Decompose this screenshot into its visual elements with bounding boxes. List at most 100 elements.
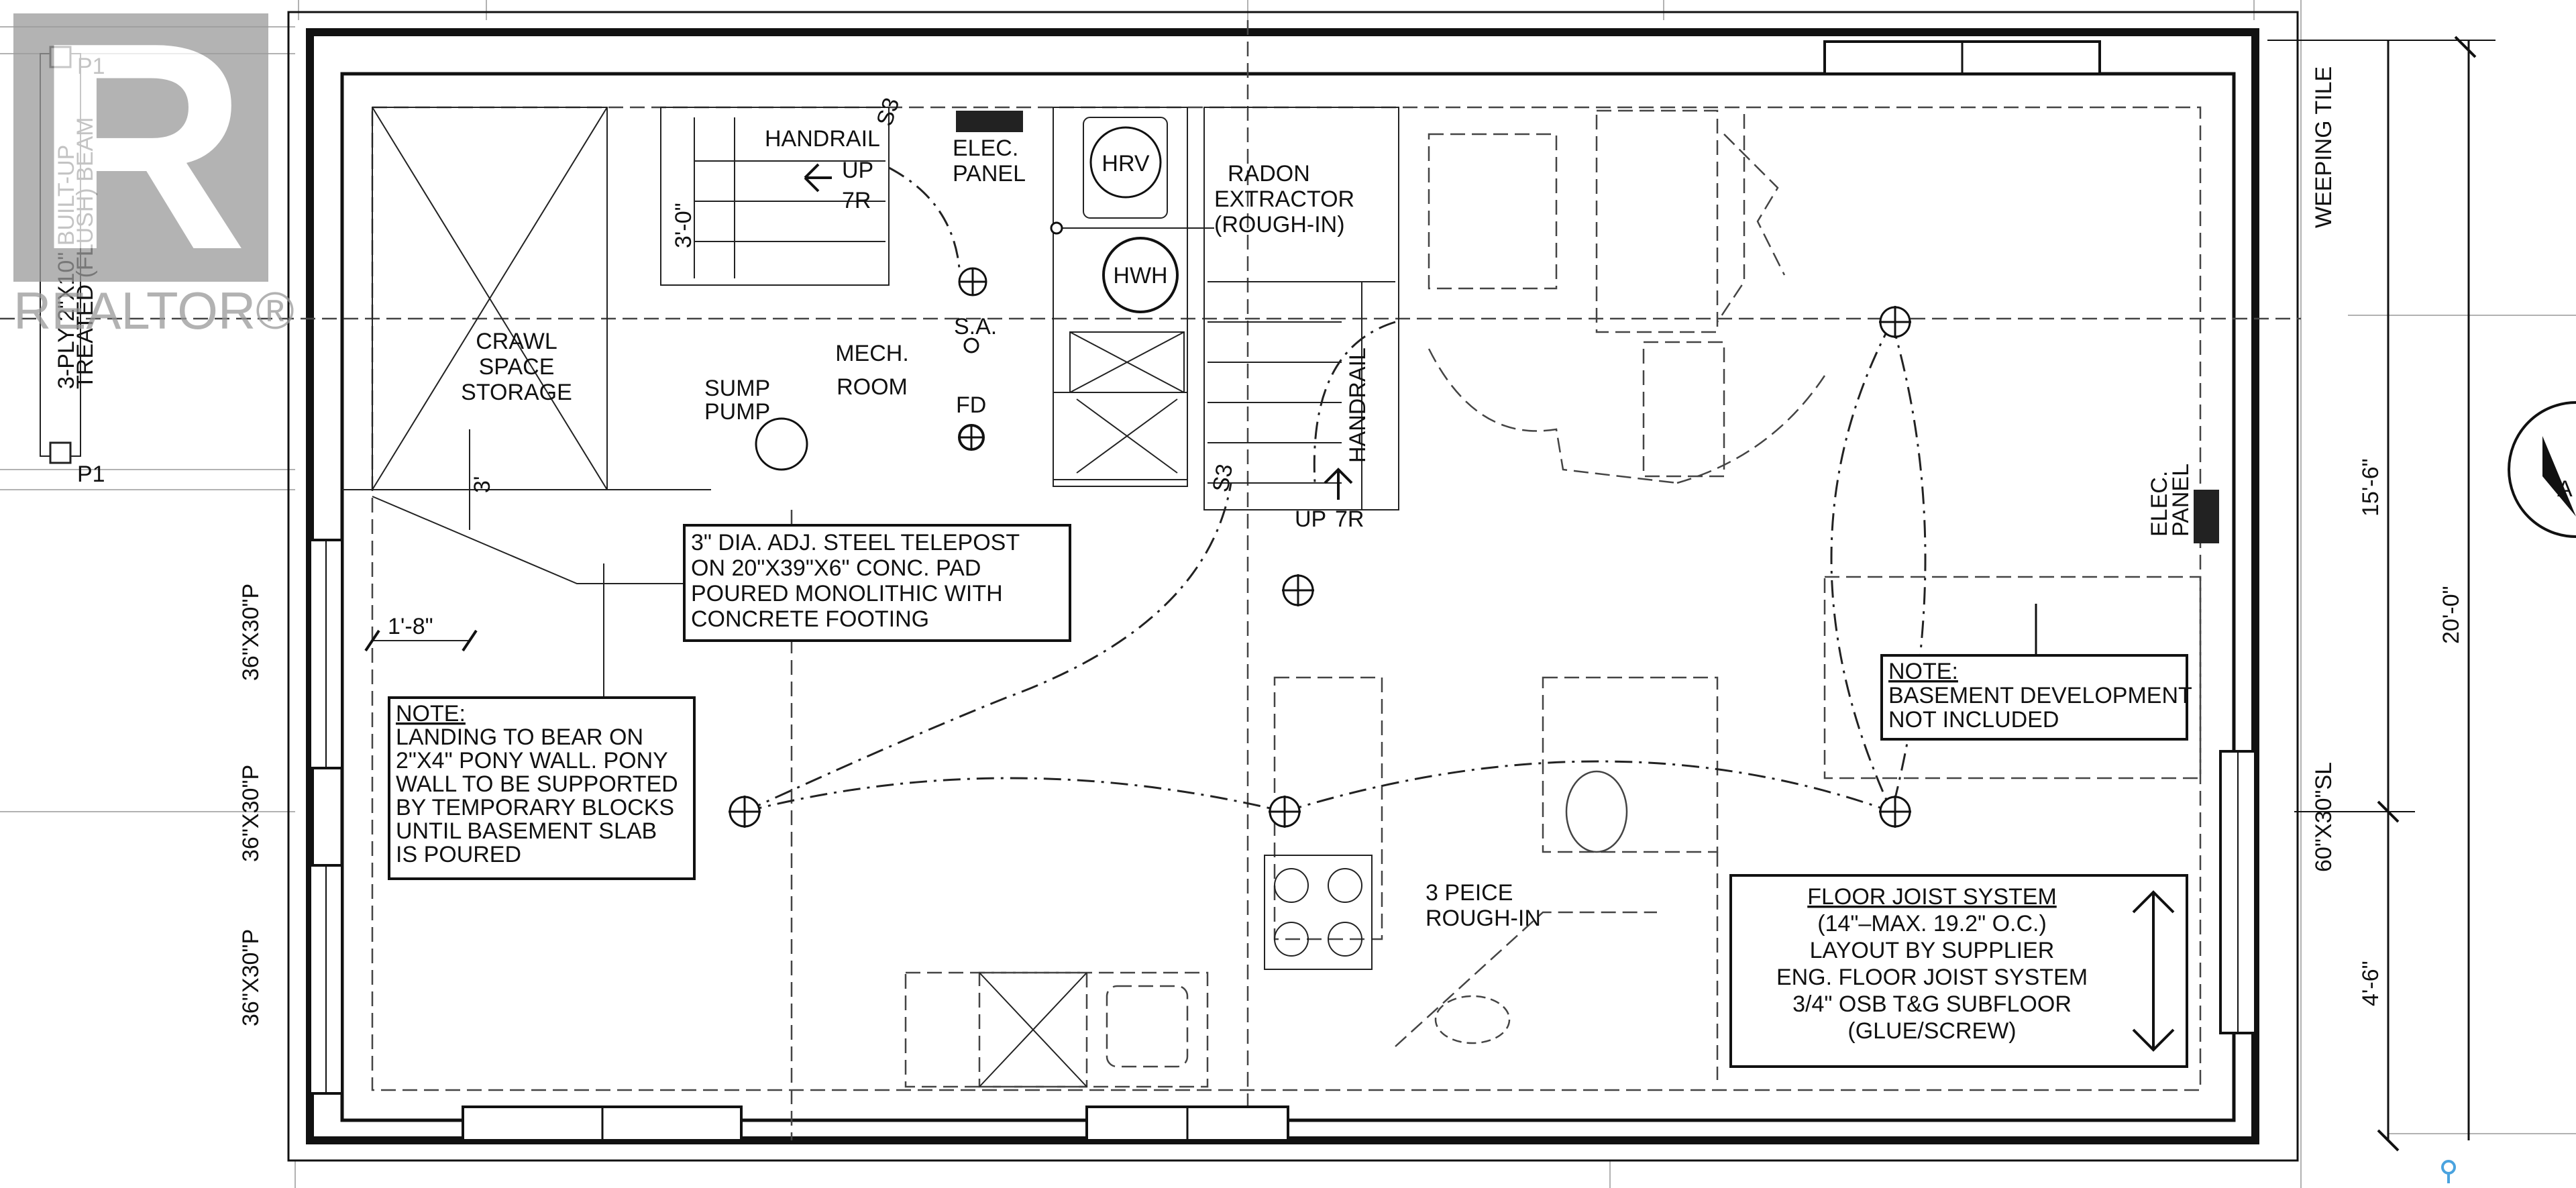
future-layout-dashed: 3 PEICE ROUGH-IN	[904, 109, 2202, 1088]
window-left-1: 36"X30"P	[238, 584, 264, 681]
left-windows: 36"X30"P 36"X30"P 36"X30"P	[238, 539, 343, 1095]
up-mid-label: UP	[1295, 506, 1326, 532]
handrail-top-label: HANDRAIL	[765, 126, 880, 152]
realtor-logo-letter: R	[34, 0, 248, 311]
light-fixture	[1879, 796, 1911, 828]
telepost-line-3: POURED MONOLITHIC WITH	[691, 581, 1003, 606]
window-right-label: 60"X30"SL	[2311, 762, 2337, 872]
risers-top-label: 7R	[842, 188, 871, 213]
joist-line-4: ENG. FLOOR JOIST SYSTEM	[1776, 965, 2088, 990]
mech-label-1: MECH.	[835, 341, 909, 366]
location-pin-icon	[2441, 1160, 2456, 1183]
crawl-space: CRAWL SPACE STORAGE	[342, 107, 711, 490]
landing-line-7: IS POURED	[396, 842, 521, 867]
right-dimensions: 15'-6" 4'-6" 20'-0"	[2267, 36, 2496, 1152]
elec-panel-right	[2194, 490, 2219, 543]
window-left-2: 36"X30"P	[238, 765, 264, 862]
crawl-label-1: CRAWL	[476, 329, 557, 354]
middle-stairs: HANDRAIL UP 7R S3	[1203, 107, 1399, 532]
weeping-tile-label: WEEPING TILE	[2311, 66, 2337, 228]
crawl-label-3: STORAGE	[461, 380, 572, 405]
telepost-line-1: 3" DIA. ADJ. STEEL TELEPOST	[691, 530, 1020, 555]
sump-label-2: PUMP	[704, 399, 770, 425]
landing-line-5: BY TEMPORARY BLOCKS	[396, 795, 674, 820]
three-piece-label-2: ROUGH-IN	[1426, 906, 1541, 931]
tub-fixture	[1434, 995, 1511, 1044]
realtor-logo-box	[13, 13, 268, 282]
hwh-label: HWH	[1113, 263, 1167, 288]
fd-label: FD	[956, 392, 986, 418]
light-fixture	[729, 796, 761, 828]
basement-line-2: BASEMENT DEVELOPMENT	[1888, 683, 2192, 708]
landing-line-2: LANDING TO BEAR ON	[396, 724, 643, 750]
landing-line-6: UNTIL BASEMENT SLAB	[396, 818, 657, 844]
window-left-3: 36"X30"P	[238, 929, 264, 1026]
hrv-label: HRV	[1102, 151, 1149, 176]
toilet-fixture	[1565, 770, 1628, 853]
hwh-unit	[1102, 237, 1179, 313]
landing-line-4: WALL TO BE SUPPORTED	[396, 771, 678, 797]
crawl-label-2: SPACE	[479, 354, 555, 380]
up-arrow-top	[804, 163, 832, 193]
radon-label-1: RADON	[1228, 161, 1310, 186]
realtor-watermark: R REALTOR®	[13, 0, 294, 340]
sump-label-1: SUMP	[704, 376, 770, 401]
sa-label: S.A.	[954, 314, 997, 339]
beam-tag-bottom: P1	[77, 462, 105, 487]
mech-label-2: ROOM	[837, 374, 908, 400]
ceiling-lights	[729, 306, 1911, 828]
joist-line-3: LAYOUT BY SUPPLIER	[1810, 938, 2055, 963]
radon-label-3: (ROUGH-IN)	[1214, 212, 1345, 237]
three-piece-label-1: 3 PEICE	[1426, 880, 1513, 906]
risers-mid-label: 7R	[1335, 506, 1364, 532]
telepost-note: 3" DIA. ADJ. STEEL TELEPOST ON 20"x39"x6…	[683, 524, 1071, 642]
up-arrow-mid	[1324, 468, 1353, 500]
elec-panel-right-label-1: ELEC.	[2147, 471, 2172, 537]
telepost-line-4: CONCRETE FOOTING	[691, 606, 929, 632]
up-top-label: UP	[842, 158, 873, 183]
elec-panel-top-label-2: PANEL	[953, 161, 1026, 186]
dimension-marks: 1'-8" 3'	[364, 429, 711, 698]
joist-direction-arrow	[2132, 890, 2175, 1052]
sa-symbol	[963, 337, 979, 354]
radon-pipe	[1050, 221, 1063, 235]
handrail-mid-label: HANDRAIL	[1345, 347, 1371, 463]
section-marker-label: A	[2557, 476, 2573, 502]
outer-border	[287, 11, 2299, 1162]
light-fixture	[1879, 306, 1911, 338]
light-fixture	[1282, 574, 1314, 606]
basement-line-3: NOT INCLUDED	[1888, 707, 2059, 733]
dim-upper: 15'-6"	[2358, 458, 2383, 517]
elec-panel-top	[956, 111, 1023, 132]
dim-overall: 20'-0"	[2438, 586, 2464, 644]
mech-room: ELEC. PANEL HRV HWH RADON EXTRACTOR (ROU…	[704, 107, 1354, 487]
stair-width-label: 3'-0"	[671, 203, 696, 248]
elec-panel-right-label-2: PANEL	[2168, 464, 2194, 537]
elec-panel-top-label-1: ELEC.	[953, 136, 1018, 161]
basement-line-1: NOTE:	[1888, 659, 1958, 684]
dim-1-8-label: 1'-8"	[388, 614, 433, 639]
dim-3-label: 3'	[470, 476, 495, 493]
smoke-s3-top: S3	[871, 95, 904, 129]
perimeter-windows: 60"X30"SL	[462, 40, 2337, 1142]
sump-pump	[755, 417, 808, 471]
joist-line-6: (GLUE/SCREW)	[1847, 1018, 2016, 1044]
basement-note: NOTE: BASEMENT DEVELOPMENT NOT INCLUDED	[1880, 604, 2192, 741]
top-stairs: HANDRAIL UP 7R 3'-0" S3	[660, 95, 904, 286]
light-fixture	[1269, 796, 1301, 828]
radon-label-2: EXTRACTOR	[1214, 186, 1354, 212]
dim-lower: 4'-6"	[2358, 961, 2383, 1006]
landing-line-1: NOTE:	[396, 701, 466, 726]
section-marker: A	[2508, 401, 2576, 538]
landing-note: NOTE: LANDING TO BEAR ON 2"X4" PONY WALL…	[388, 696, 696, 880]
realtor-wordmark: REALTOR®	[13, 281, 294, 340]
hrv-unit	[1089, 126, 1162, 199]
smoke-s3-mid: S3	[1208, 462, 1238, 494]
joist-line-1: FLOOR JOIST SYSTEM	[1807, 884, 2057, 910]
floor-joist-note: FLOOR JOIST SYSTEM (14"–MAX. 19.2" O.C.)…	[1729, 874, 2188, 1068]
landing-line-3: 2"X4" PONY WALL. PONY	[396, 748, 668, 773]
joist-line-2: (14"–MAX. 19.2" O.C.)	[1817, 911, 2047, 936]
joist-line-5: 3/4" OSB T&G SUBFLOOR	[1792, 991, 2072, 1017]
